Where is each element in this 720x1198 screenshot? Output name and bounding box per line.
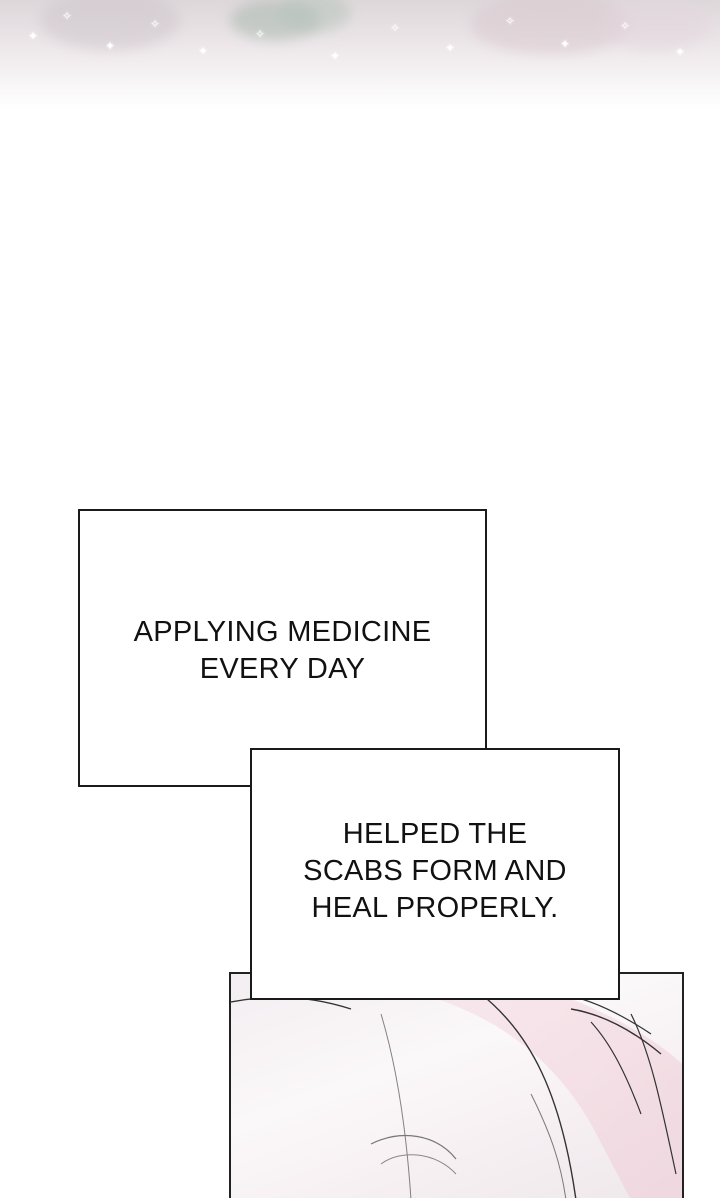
top-panel-art: ✦ ✧ ✦ ✧ ✦ ✧ ✦ ✧ ✦ ✧ ✦ ✧ ✦: [0, 0, 720, 110]
sparkle-icon: ✧: [390, 21, 401, 35]
caption-line: APPLYING MEDICINE: [133, 616, 432, 648]
sparkle-icon: ✦: [675, 45, 686, 59]
sparkle-icon: ✦: [105, 39, 116, 53]
sparkle-icon: ✧: [150, 17, 161, 31]
caption-line: SCABS FORM AND: [303, 855, 567, 887]
caption-line: HEAL PROPERLY.: [311, 892, 559, 924]
sparkle-icon: ✦: [28, 29, 39, 43]
sparkle-icon: ✧: [62, 9, 73, 23]
sparkle-icon: ✦: [198, 44, 209, 58]
sparkle-icon: ✧: [255, 27, 266, 41]
sparkle-icon: ✦: [445, 41, 456, 55]
caption-line: HELPED THE: [342, 818, 528, 850]
sparkle-icon: ✦: [330, 49, 341, 63]
caption-text-1: APPLYING MEDICINE EVERY DAY: [80, 614, 485, 688]
sparkle-icon: ✧: [620, 19, 631, 33]
caption-text-2: HELPED THE SCABS FORM AND HEAL PROPERLY.: [252, 816, 618, 927]
caption-line: EVERY DAY: [199, 653, 366, 685]
caption-box-2: HELPED THE SCABS FORM AND HEAL PROPERLY.: [250, 748, 620, 1000]
sparkle-icon: ✧: [505, 14, 516, 28]
bottom-panel-art: [229, 972, 684, 1198]
sparkle-icon: ✦: [560, 37, 571, 51]
caption-box-1: APPLYING MEDICINE EVERY DAY: [78, 509, 487, 787]
face-lineart-icon: [231, 984, 682, 1198]
